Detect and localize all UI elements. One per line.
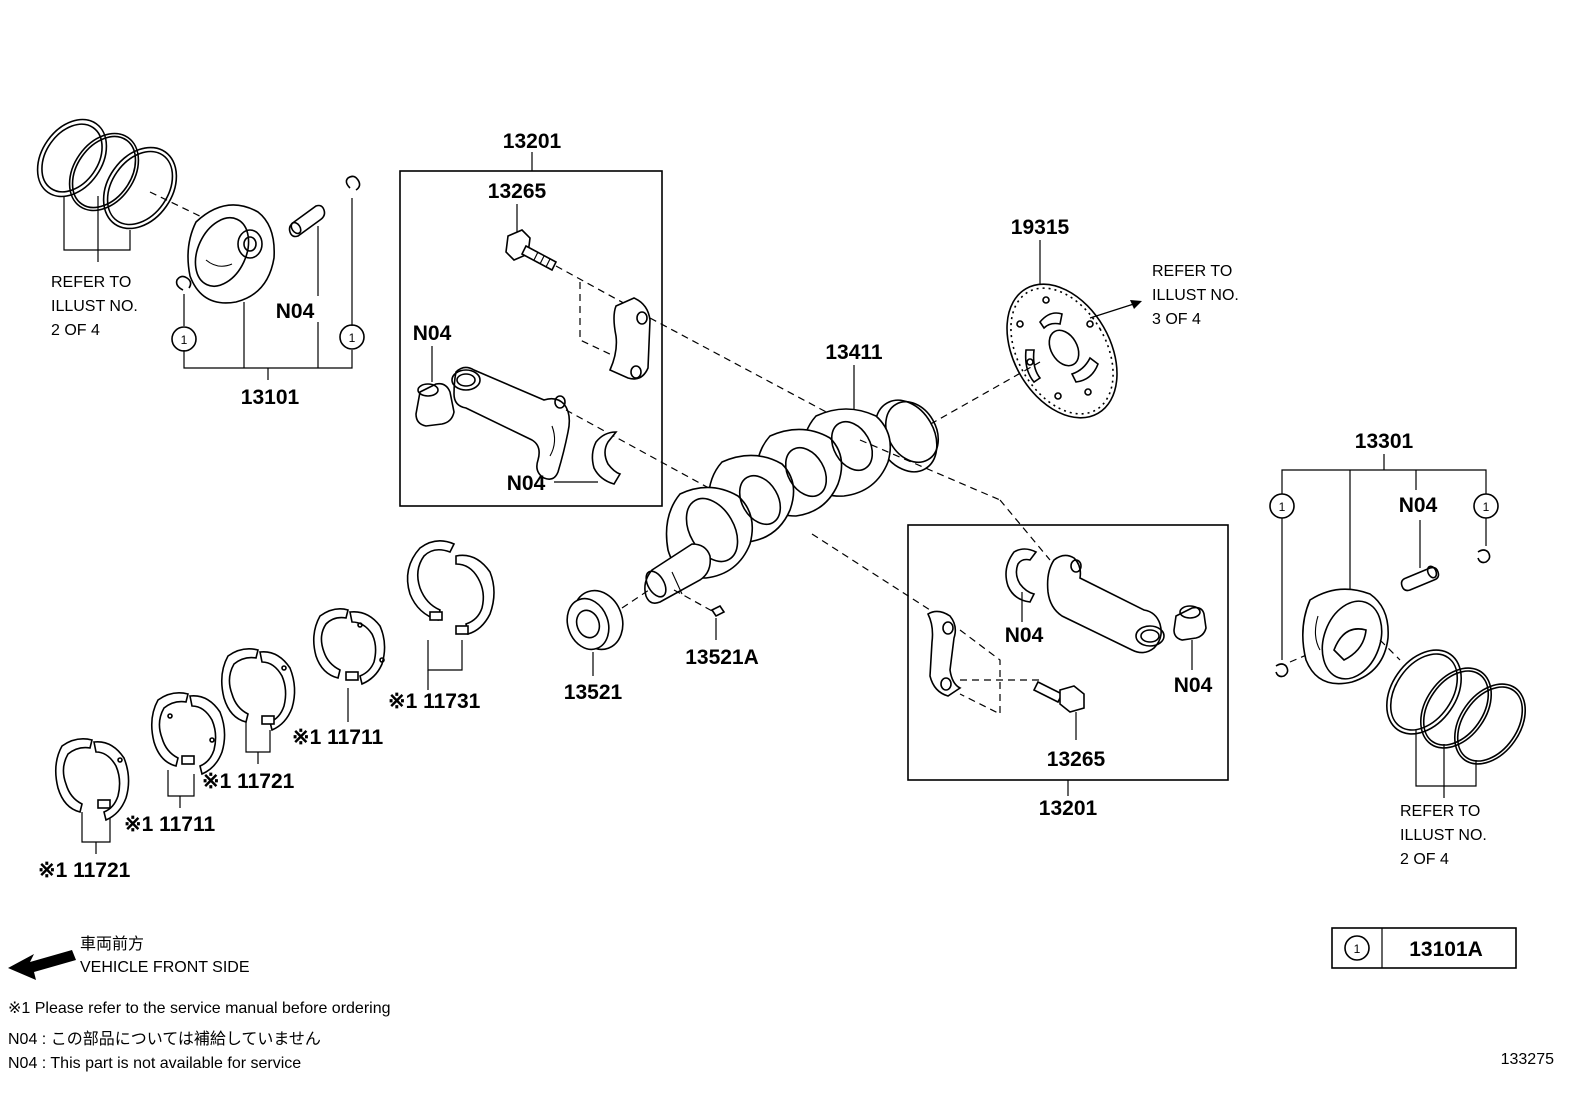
front-side-indicator: 車両前方 VEHICLE FRONT SIDE [8,935,250,980]
label-11711-a: ※1 11711 [292,726,384,749]
label-13101: 13101 [241,386,300,409]
note-service-manual: ※1 Please refer to the service manual be… [8,1000,391,1017]
legend-marker: 1 [1354,942,1361,956]
label-11711-b: ※1 11711 [124,813,216,836]
label-13301: 13301 [1355,430,1414,453]
refer-right-line-1: REFER TO [1400,803,1480,820]
marker-1-text: 1 [349,331,356,345]
refer-right-line-2: ILLUST NO. [1400,827,1487,844]
label-13521: 13521 [564,681,623,704]
front-side-japanese: 車両前方 [80,935,144,953]
conn-rod-cap-bottom [926,610,962,697]
crankshaft [644,399,940,604]
label-13521a: 13521A [685,646,759,669]
label-n04-bush-bottom: N04 [1174,674,1213,697]
piston-left [187,204,275,304]
document-number: 133275 [1501,1051,1554,1068]
conn-rod-bolt-bottom [1032,680,1085,713]
conn-rod-bottom [1046,554,1165,654]
label-n04-bearing-top: N04 [507,472,546,495]
piston-ring-5 [1419,667,1493,749]
crank-key [710,604,726,618]
bearing-shell-top [591,431,622,485]
refer-left-line-2: ILLUST NO. [51,298,138,315]
label-13265-bottom: 13265 [1047,748,1106,771]
conn-rod-bolt-top [505,229,558,272]
label-13411: 13411 [825,341,883,364]
crank-gear [566,589,624,651]
label-n04-piston-left: N04 [276,300,315,323]
main-bearing-11721-b [54,738,130,822]
refer-plate-line-3: 3 OF 4 [1152,311,1201,328]
label-13201-bottom: 13201 [1039,797,1098,820]
label-19315: 19315 [1011,216,1070,239]
marker-1-text: 1 [181,333,188,347]
piston-pin-left [288,204,326,238]
legend-part: 13101A [1409,938,1483,961]
snap-ring-right-b [1275,663,1289,678]
bushing-bottom [1173,605,1207,641]
label-n04-bearing-bottom: N04 [1005,624,1044,647]
piston-pin-right [1400,565,1440,592]
piston-ring-2 [68,132,140,212]
front-side-english: VEHICLE FRONT SIDE [80,959,250,976]
bearing-shell-bottom [1005,548,1038,603]
bushing-top [415,382,455,427]
note-n04-english: N04 : This part is not available for ser… [8,1055,301,1072]
marker-1-left-a [171,326,197,352]
main-bearing-11711-b [150,692,226,776]
snap-ring-right-a [1477,549,1491,564]
refer-right-line-3: 2 OF 4 [1400,851,1449,868]
refer-left-line-1: REFER TO [51,274,131,291]
snap-ring-left-b [175,275,192,291]
main-bearing-11711-a [312,608,386,686]
snap-ring-left-a [345,175,361,191]
label-11731: ※1 11731 [388,690,481,713]
marker-1-text: 1 [1483,500,1490,514]
refer-left-line-3: 2 OF 4 [51,322,100,339]
main-bearing-11721-a [220,648,296,732]
piston-assembly-left: 1 1 [36,118,365,380]
piston-ring-1 [36,118,108,198]
label-13201-top: 13201 [503,130,562,153]
label-n04-bush-top: N04 [413,322,452,345]
main-bearing-11731 [406,540,495,636]
callout-legend: 1 13101A [1331,927,1517,969]
piston-ring-3 [102,146,178,230]
piston-right [1302,588,1389,685]
front-arrow-icon [8,950,76,980]
label-13265-top: 13265 [488,180,547,203]
label-11721-b: ※1 11721 [38,859,131,882]
marker-1-text: 1 [1279,500,1286,514]
refer-plate-line-1: REFER TO [1152,263,1232,280]
conn-rod-top [451,366,571,480]
refer-plate-line-2: ILLUST NO. [1152,287,1239,304]
conn-rod-box-top [399,170,663,507]
label-n04-piston-right: N04 [1399,494,1438,517]
piston-ring-6 [1453,683,1527,765]
note-n04-japanese: N04 : この部品については補給していません [8,1030,321,1048]
marker-1-left-b [339,324,365,350]
label-11721-a: ※1 11721 [202,770,295,793]
flywheel-plate [1006,283,1118,419]
piston-ring-4 [1386,649,1462,735]
conn-rod-cap-top [608,297,651,380]
